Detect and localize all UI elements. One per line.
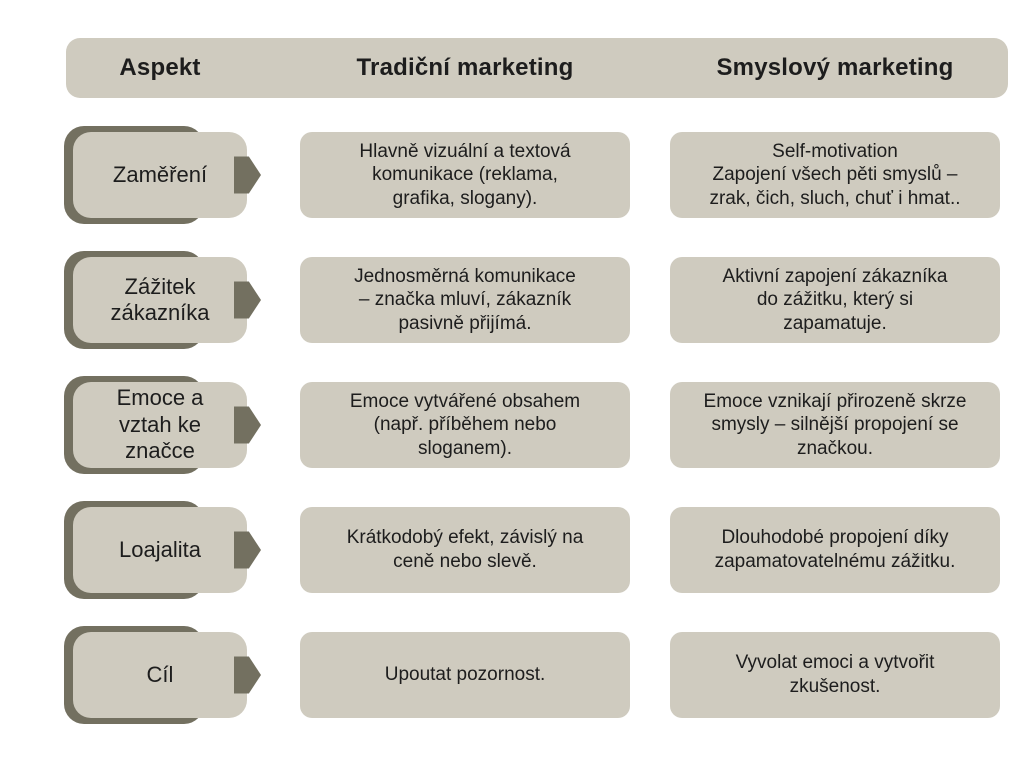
traditional-cell: Krátkodobý efekt, závislý na ceně nebo s… [300,507,630,593]
aspect-label-box: Zážitek zákazníka [64,251,261,349]
traditional-cell: Upoutat pozornost. [300,632,630,718]
arrow-right-icon [234,656,261,694]
column-header-sensory-marketing: Smyslový marketing [716,54,954,81]
arrow-right-icon [234,531,261,569]
table-row: Emoce a vztah ke značce Emoce vytvářené … [64,376,1008,474]
table-row: Cíl Upoutat pozornost. Vyvolat emoci a v… [64,626,1008,724]
aspect-label-box: Emoce a vztah ke značce [64,376,261,474]
arrow-right-icon [234,281,261,319]
table-row: Loajalita Krátkodobý efekt, závislý na c… [64,501,1008,599]
table-row: Zážitek zákazníka Jednosměrná komunikace… [64,251,1008,349]
aspect-label-box: Loajalita [64,501,261,599]
sensory-cell: Dlouhodobé propojení díky zapamatovateln… [670,507,1000,593]
sensory-cell: Self-motivation Zapojení všech pěti smys… [670,132,1000,218]
aspect-label: Loajalita [73,507,247,593]
aspect-label-box: Zaměření [64,126,261,224]
column-header-aspekt: Aspekt [119,54,201,81]
aspect-label-box: Cíl [64,626,261,724]
traditional-cell: Emoce vytvářené obsahem (např. příběhem … [300,382,630,468]
aspect-label: Zážitek zákazníka [73,257,247,343]
aspect-label: Emoce a vztah ke značce [73,382,247,468]
aspect-label: Cíl [73,632,247,718]
traditional-cell: Jednosměrná komunikace – značka mluví, z… [300,257,630,343]
sensory-cell: Vyvolat emoci a vytvořit zkušenost. [670,632,1000,718]
table-row: Zaměření Hlavně vizuální a textová komun… [64,126,1008,224]
traditional-cell: Hlavně vizuální a textová komunikace (re… [300,132,630,218]
sensory-cell: Emoce vznikají přirozeně skrze smysly – … [670,382,1000,468]
table-body: Zaměření Hlavně vizuální a textová komun… [64,126,1008,724]
arrow-right-icon [234,156,261,194]
column-header-traditional-marketing: Tradiční marketing [356,54,574,81]
header-row: Aspekt Tradiční marketing Smyslový marke… [66,38,1008,98]
sensory-cell: Aktivní zapojení zákazníka do zážitku, k… [670,257,1000,343]
aspect-label: Zaměření [73,132,247,218]
arrow-right-icon [234,406,261,444]
